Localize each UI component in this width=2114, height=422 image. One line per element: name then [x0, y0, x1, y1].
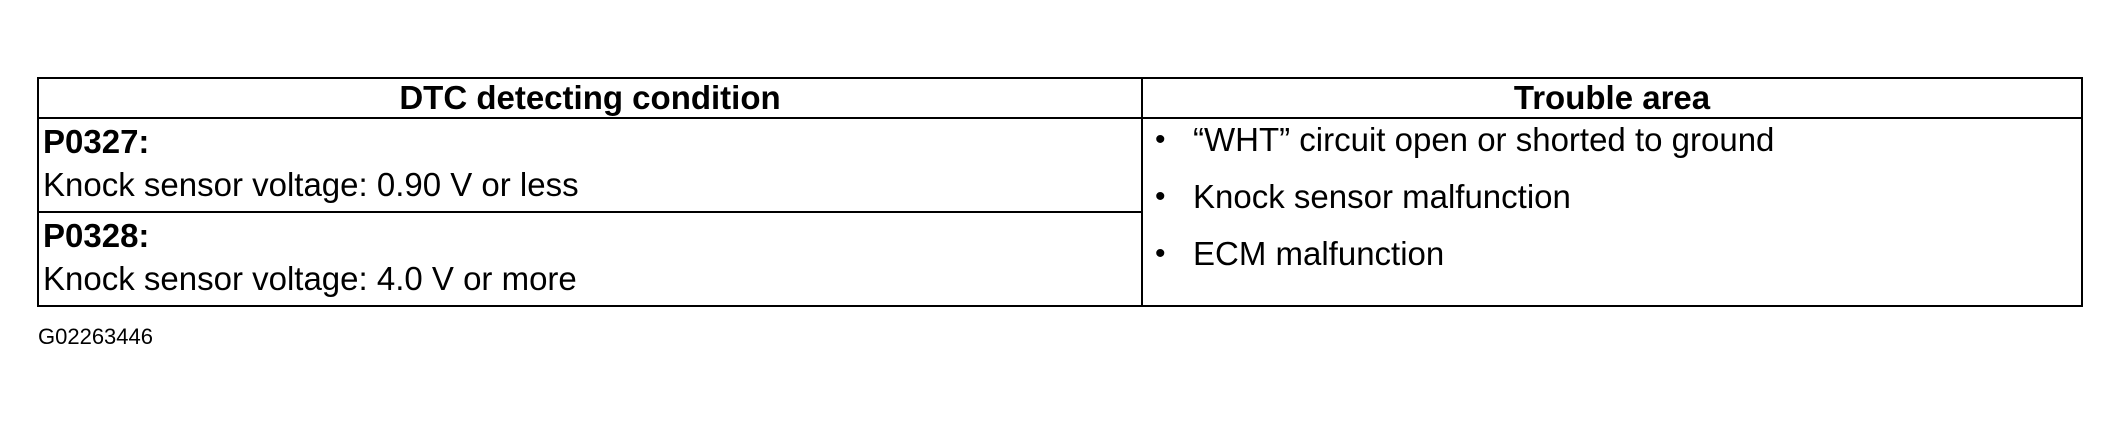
header-dtc-detecting-condition: DTC detecting condition	[37, 77, 1143, 119]
table-row: P0327: Knock sensor voltage: 0.90 V or l…	[37, 117, 2083, 307]
table-header-row: DTC detecting condition Trouble area	[37, 77, 2083, 119]
condition-text-p0327: Knock sensor voltage: 0.90 V or less	[43, 166, 579, 203]
dtc-code-p0327: P0327:	[43, 123, 150, 160]
list-item: • “WHT” circuit open or shorted to groun…	[1153, 119, 2081, 176]
trouble-area-text: “WHT” circuit open or shorted to ground	[1193, 121, 1775, 158]
condition-cell-p0327: P0327: Knock sensor voltage: 0.90 V or l…	[37, 117, 1143, 213]
trouble-area-list: • “WHT” circuit open or shorted to groun…	[1153, 119, 2081, 290]
trouble-area-text: ECM malfunction	[1193, 235, 1445, 272]
condition-text-p0328: Knock sensor voltage: 4.0 V or more	[43, 260, 577, 297]
dtc-table: DTC detecting condition Trouble area P03…	[37, 77, 2083, 307]
bullet-icon: •	[1155, 180, 1166, 213]
trouble-area-cell: • “WHT” circuit open or shorted to groun…	[1141, 117, 2083, 307]
list-item: • ECM malfunction	[1153, 233, 2081, 290]
dtc-code-p0328: P0328:	[43, 217, 150, 254]
list-item: • Knock sensor malfunction	[1153, 176, 2081, 233]
bullet-icon: •	[1155, 123, 1166, 156]
trouble-area-text: Knock sensor malfunction	[1193, 178, 1571, 215]
table-row: P0328: Knock sensor voltage: 4.0 V or mo…	[37, 211, 2082, 307]
condition-cell-p0328: P0328: Knock sensor voltage: 4.0 V or mo…	[37, 211, 1143, 307]
header-trouble-area: Trouble area	[1141, 77, 2083, 119]
bullet-icon: •	[1155, 237, 1166, 270]
figure-id: G02263446	[38, 324, 153, 349]
